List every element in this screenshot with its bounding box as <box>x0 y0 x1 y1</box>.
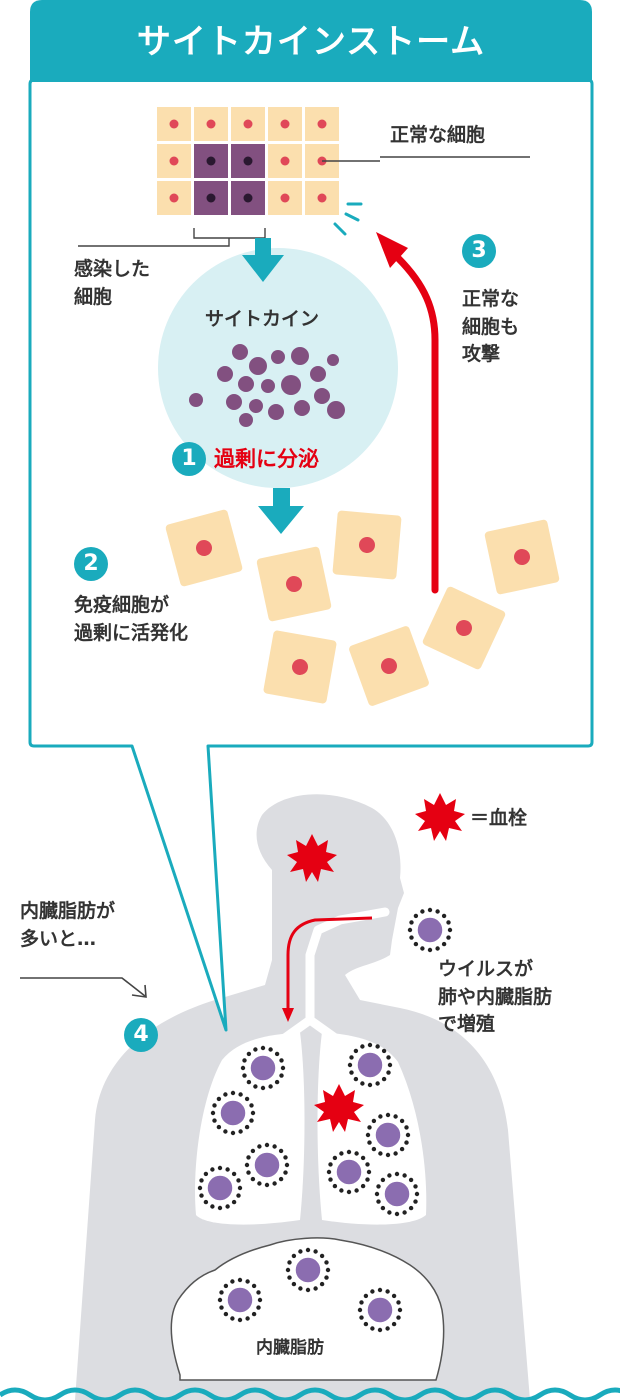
step-number-4: 4 <box>124 1018 158 1052</box>
step1-label: 過剰に分泌 <box>214 447 319 471</box>
pointer-arrow <box>20 977 146 997</box>
attack-arrow <box>394 254 439 594</box>
step-number-2: 2 <box>74 547 108 581</box>
visceral-fat-blob <box>170 1237 445 1381</box>
down-arrow <box>258 488 304 534</box>
air-flow-arrow <box>286 916 373 1012</box>
virus-growth-label: ウイルスが 肺や内臓脂肪 で増殖 <box>438 958 553 1036</box>
cytokine-particles <box>189 344 345 427</box>
step-number-1: 1 <box>172 442 206 476</box>
cell-grid <box>157 107 339 215</box>
virus-icon <box>407 907 453 953</box>
cytokine-label: サイトカイン <box>205 308 320 330</box>
step-number-3: 3 <box>462 234 496 268</box>
title-banner <box>30 0 592 82</box>
visceral-fat-label: 内臓脂肪 <box>256 1338 324 1358</box>
down-arrow <box>242 238 284 282</box>
infected-cell-label: 感染した 細胞 <box>74 258 151 308</box>
wave-decoration <box>0 1387 620 1400</box>
cytokine-circle <box>158 248 398 488</box>
page-title: サイトカインストーム <box>136 22 486 62</box>
thrombus-legend: ＝血栓 <box>470 807 528 829</box>
step3-label: 正常な 細胞も 攻撃 <box>462 288 520 366</box>
step2-label: 免疫細胞が 過剰に活発化 <box>74 594 189 644</box>
normal-cell-label: 正常な細胞 <box>390 124 486 146</box>
blood-clot-icon <box>415 793 465 841</box>
visceral-fat-many-label: 内臓脂肪が 多いと… <box>20 900 116 950</box>
